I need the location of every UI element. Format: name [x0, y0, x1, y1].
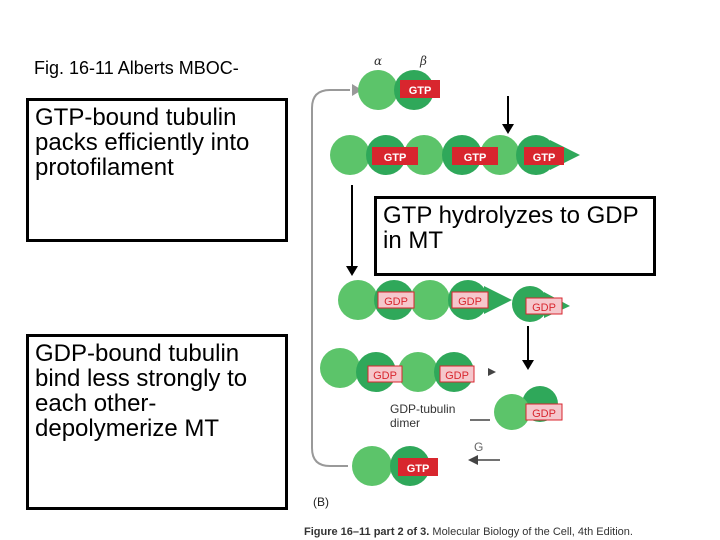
svg-text:GDP: GDP	[384, 296, 408, 308]
alpha-label: α	[374, 54, 383, 68]
hydrolysis-textbox: GTP hydrolyzes to GDP in MT	[374, 196, 656, 276]
gtp-protofilament: GTP GTP GTP	[330, 135, 580, 175]
gtp-bound-textbox: GTP-bound tubulin packs efficiently into…	[26, 98, 288, 242]
gtp-dimer-bottom: GTP	[352, 446, 438, 486]
gdp-protofilament: GDP GDP GDP	[338, 280, 570, 322]
svg-text:GTP: GTP	[533, 152, 556, 164]
gdp-tubulin-dimer-label: GDP-tubulin dimer	[390, 402, 456, 430]
svg-text:GTP: GTP	[384, 152, 407, 164]
svg-text:GTP: GTP	[464, 152, 487, 164]
cycle-loop	[311, 89, 350, 467]
svg-text:GDP: GDP	[373, 370, 397, 382]
g-fragment: G	[474, 440, 484, 454]
gtp-dimer-top: GTP	[358, 70, 440, 110]
figure-caption: Figure 16–11 part 2 of 3. Molecular Biol…	[304, 526, 633, 538]
panel-label: (B)	[313, 495, 329, 509]
svg-text:GDP: GDP	[458, 296, 482, 308]
svg-text:GDP: GDP	[532, 408, 556, 420]
figure-title: Fig. 16-11 Alberts MBOC-	[34, 58, 239, 78]
svg-text:GDP: GDP	[445, 370, 469, 382]
cycle-loop-arrowhead	[352, 84, 362, 96]
depolymerizing-dimers: GDP GDP GDP	[320, 348, 563, 430]
svg-text:GTP: GTP	[407, 463, 430, 475]
gtp-tag-1: GTP	[409, 85, 432, 97]
beta-label: β	[420, 54, 427, 68]
gdp-bound-textbox: GDP-bound tubulin bind less strongly to …	[26, 334, 288, 510]
svg-text:GDP: GDP	[532, 302, 556, 314]
